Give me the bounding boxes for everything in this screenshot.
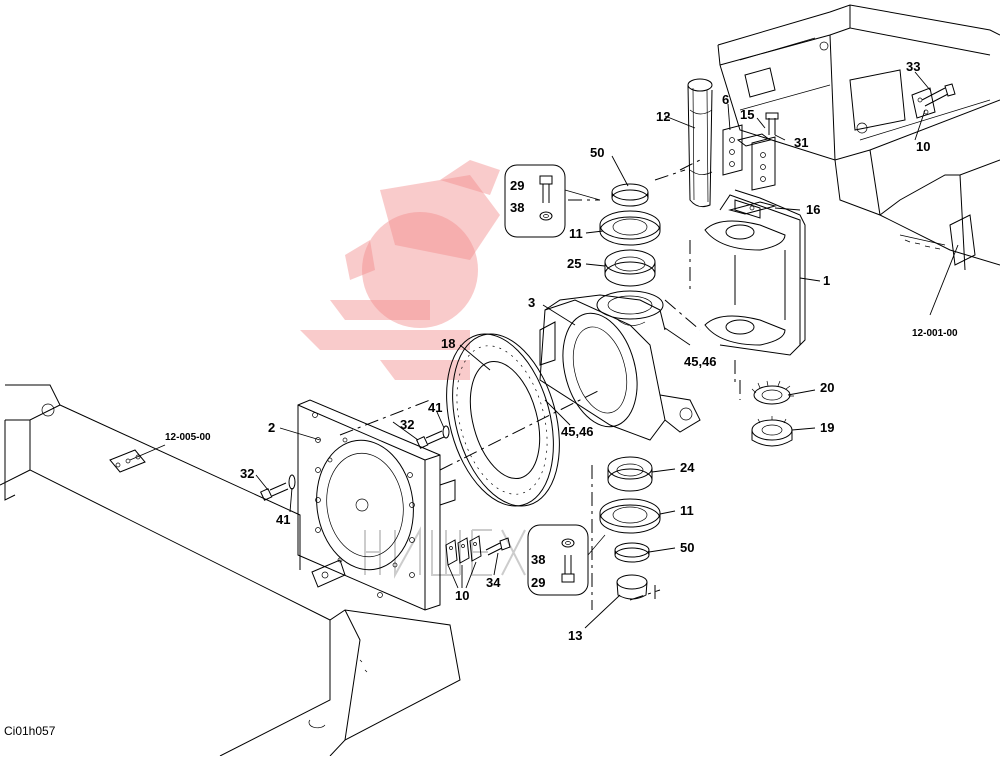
callout-25: 25 (567, 256, 581, 271)
leader-lines (255, 71, 931, 629)
callout-16: 16 (806, 202, 820, 217)
rear-frame (717, 4, 1000, 316)
part-34-bolt (485, 537, 511, 556)
callout-10-lower: 10 (455, 588, 469, 603)
callout-29-upper: 29 (510, 178, 524, 193)
callout-18: 18 (441, 336, 455, 351)
part-18-slewing-ring (446, 333, 560, 507)
callout-32-lower: 32 (240, 466, 254, 481)
fastener-group-upper (504, 164, 601, 238)
callout-50-lower: 50 (680, 540, 694, 555)
watermark-logo (300, 160, 500, 380)
callout-3: 3 (528, 295, 535, 310)
part-38-washer-lower (561, 538, 575, 548)
callout-labels: 12 6 15 31 33 10 16 1 50 29 38 11 25 3 1… (165, 59, 958, 643)
part-3-knuckle-housing (539, 290, 701, 441)
callout-34: 34 (486, 575, 501, 590)
part-10-lock-plates-lower (445, 535, 482, 566)
callout-32-upper: 32 (400, 417, 414, 432)
callout-45-46-lower: 45,46 (561, 424, 594, 439)
callout-45-46-upper: 45,46 (684, 354, 717, 369)
part-29-bolt-lower (561, 555, 575, 583)
part-32-bolt-upper (416, 430, 445, 449)
callout-31: 31 (794, 135, 808, 150)
callout-33: 33 (906, 59, 920, 74)
reference-front-frame: 12-005-00 (165, 432, 211, 443)
plate-bolt-holes (312, 412, 415, 598)
part-33-bolt-upper (911, 83, 956, 119)
part-20-lock-washer (751, 380, 794, 405)
callout-29-lower: 29 (531, 575, 545, 590)
callout-50-upper: 50 (590, 145, 604, 160)
part-11-cover-lower (599, 498, 661, 534)
part-29-bolt-upper (539, 175, 553, 203)
part-2-mounting-plate (297, 399, 456, 611)
callout-15: 15 (740, 107, 754, 122)
callout-20: 20 (820, 380, 834, 395)
drawing-code: Ci01h057 (4, 724, 56, 738)
callout-6: 6 (722, 92, 729, 107)
assembly-axes (339, 159, 741, 610)
part-6-lock-plates (722, 124, 776, 191)
callout-24: 24 (680, 460, 695, 475)
part-41-washer-lower (288, 474, 296, 490)
callout-1: 1 (823, 273, 830, 288)
part-31-screw (765, 112, 779, 135)
part-50-seal-lower (614, 542, 650, 563)
callout-38-lower: 38 (531, 552, 545, 567)
callout-13: 13 (568, 628, 582, 643)
part-1-pivot-bracket (704, 189, 806, 356)
front-frame (0, 384, 461, 757)
part-50-seal-upper (611, 183, 649, 207)
part-24-bearing-lower (607, 456, 653, 492)
callout-19: 19 (820, 420, 834, 435)
callout-11-upper: 11 (569, 226, 583, 241)
fastener-group-lower (527, 524, 606, 596)
part-16-shim (728, 201, 777, 215)
reference-rear-frame: 12-001-00 (912, 328, 958, 339)
part-12-king-pin (687, 78, 713, 208)
callout-41-upper: 41 (428, 400, 442, 415)
part-32-bolt-lower (260, 482, 289, 501)
part-41-washer-upper (442, 425, 450, 439)
callout-41-lower: 41 (276, 512, 290, 527)
part-25-bearing-upper (604, 249, 656, 287)
watermark-text (364, 526, 526, 579)
callout-38-upper: 38 (510, 200, 524, 215)
callout-2: 2 (268, 420, 275, 435)
callout-11-lower: 11 (680, 503, 694, 518)
part-11-cover-upper (599, 210, 661, 246)
callout-10-upper: 10 (916, 139, 930, 154)
part-19-castle-nut (751, 416, 793, 447)
part-38-washer-upper (539, 211, 553, 221)
callout-12: 12 (656, 109, 670, 124)
